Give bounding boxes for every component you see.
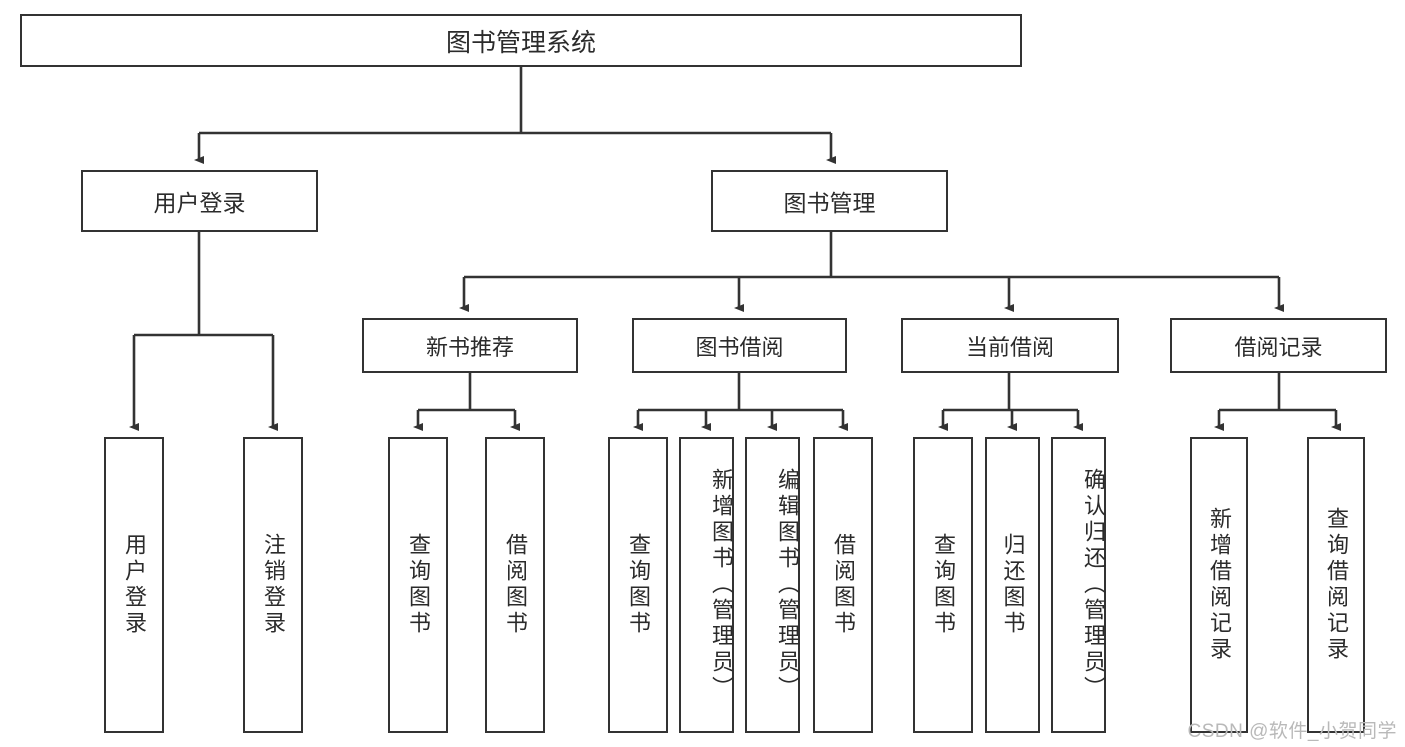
node-root-label: 图书管理系统 bbox=[445, 28, 596, 57]
node-new-book-recommend[interactable]: 新书推荐 bbox=[362, 318, 578, 373]
leaf-query-borrow-record[interactable]: 查询借阅记录 bbox=[1307, 437, 1365, 733]
node-book-borrow[interactable]: 图书借阅 bbox=[632, 318, 847, 373]
leaf-query-book-current-label: 查询图书 bbox=[931, 533, 956, 637]
leaf-confirm-return-admin-label: 确认归还（管理员） bbox=[1081, 468, 1106, 702]
leaf-add-book-admin-label: 新增图书（管理员） bbox=[709, 468, 734, 702]
leaf-borrow-book-recommend-label: 借阅图书 bbox=[503, 533, 528, 637]
leaf-user-logout[interactable]: 注销登录 bbox=[243, 437, 303, 733]
leaf-return-book[interactable]: 归还图书 bbox=[985, 437, 1040, 733]
leaf-add-borrow-record[interactable]: 新增借阅记录 bbox=[1190, 437, 1248, 733]
leaf-edit-book-admin[interactable]: 编辑图书（管理员） bbox=[745, 437, 800, 733]
node-user-login-label: 用户登录 bbox=[153, 190, 246, 216]
leaf-edit-book-admin-label: 编辑图书（管理员） bbox=[775, 468, 800, 702]
leaf-query-book-borrow-label: 查询图书 bbox=[626, 533, 651, 637]
node-current-borrow[interactable]: 当前借阅 bbox=[901, 318, 1119, 373]
leaf-borrow-book-label: 借阅图书 bbox=[831, 533, 856, 637]
leaf-borrow-book-recommend[interactable]: 借阅图书 bbox=[485, 437, 545, 733]
node-borrow-record[interactable]: 借阅记录 bbox=[1170, 318, 1387, 373]
leaf-add-book-admin[interactable]: 新增图书（管理员） bbox=[679, 437, 734, 733]
node-current-borrow-label: 当前借阅 bbox=[965, 334, 1054, 360]
leaf-confirm-return-admin[interactable]: 确认归还（管理员） bbox=[1051, 437, 1106, 733]
leaf-user-logout-label: 注销登录 bbox=[261, 533, 286, 637]
leaf-query-book-current[interactable]: 查询图书 bbox=[913, 437, 973, 733]
leaf-query-borrow-record-label: 查询借阅记录 bbox=[1324, 507, 1349, 663]
leaf-query-book-recommend-label: 查询图书 bbox=[406, 533, 431, 637]
watermark: CSDN @软件_小贺同学 bbox=[1187, 721, 1397, 742]
leaf-add-borrow-record-label: 新增借阅记录 bbox=[1207, 507, 1232, 663]
leaf-borrow-book[interactable]: 借阅图书 bbox=[813, 437, 873, 733]
node-new-book-recommend-label: 新书推荐 bbox=[425, 334, 514, 360]
node-book-management-label: 图书管理 bbox=[783, 190, 876, 216]
node-book-management[interactable]: 图书管理 bbox=[711, 170, 948, 232]
node-root[interactable]: 图书管理系统 bbox=[20, 14, 1022, 67]
leaf-return-book-label: 归还图书 bbox=[1000, 533, 1026, 637]
node-book-borrow-label: 图书借阅 bbox=[695, 334, 784, 360]
node-user-login[interactable]: 用户登录 bbox=[81, 170, 318, 232]
leaf-query-book-recommend[interactable]: 查询图书 bbox=[388, 437, 448, 733]
leaf-user-login[interactable]: 用户登录 bbox=[104, 437, 164, 733]
node-borrow-record-label: 借阅记录 bbox=[1234, 334, 1323, 360]
leaf-query-book-borrow[interactable]: 查询图书 bbox=[608, 437, 668, 733]
leaf-user-login-label: 用户登录 bbox=[122, 533, 147, 637]
